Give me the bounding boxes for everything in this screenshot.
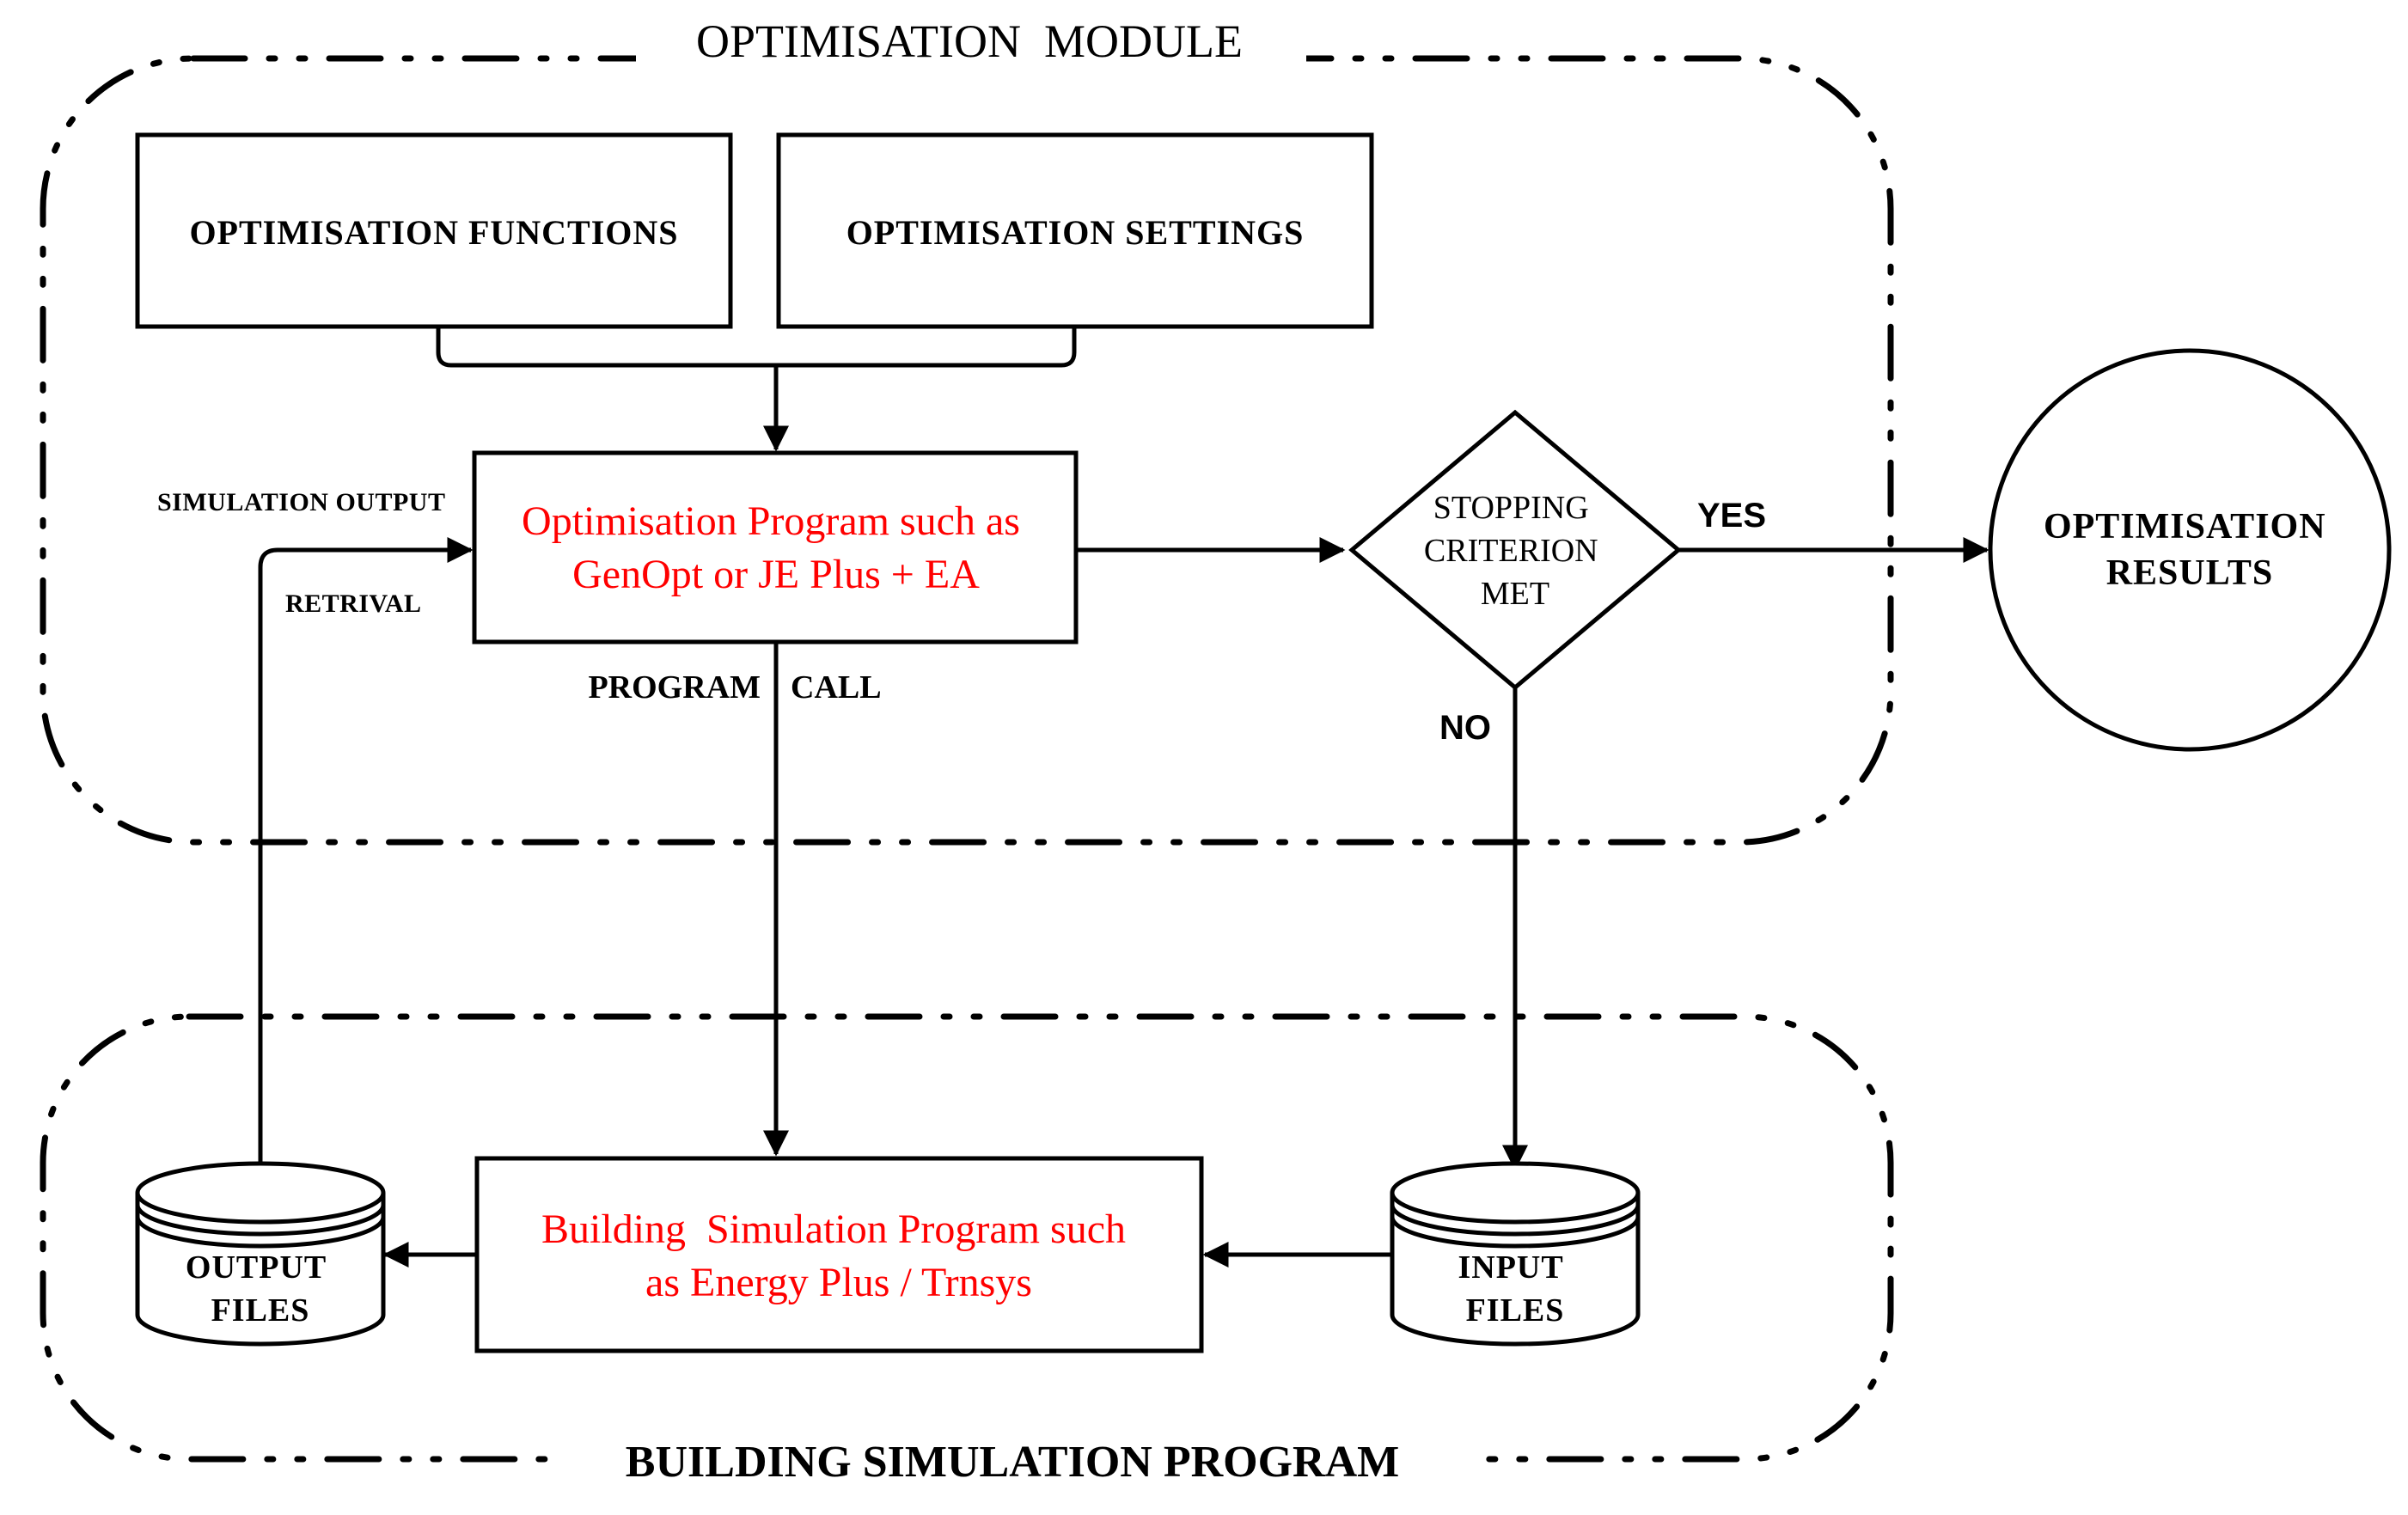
building-simulation-program-box [474, 1156, 1204, 1353]
building-simulation-program-label: Building Simulation Program such as Ener… [541, 1207, 1136, 1305]
output-files-line-2: FILES [211, 1292, 310, 1329]
optimisation-results-circle [1988, 348, 2392, 752]
no-label: NO [1439, 709, 1491, 747]
stopping-criterion-line-2: CRITERION [1424, 533, 1598, 569]
input-files-database: INPUT FILES [1390, 1161, 1641, 1347]
building-simulation-line-2: as Energy Plus / Trnsys [645, 1260, 1032, 1305]
optimisation-functions-box [135, 132, 733, 329]
input-files-line-2: FILES [1466, 1292, 1565, 1329]
simulation-output-retrieval-path [258, 537, 474, 1167]
output-files-line-1: OUTPUT [186, 1249, 327, 1286]
optimisation-results-label: OPTIMISATION RESULTS [2044, 507, 2336, 593]
optimisation-module-region [40, 55, 1894, 846]
input-files-line-1: INPUT [1458, 1249, 1563, 1286]
settings-merge-connector [436, 327, 1077, 368]
optimisation-program-label: Optimisation Program such as GenOpt or J… [522, 498, 1030, 597]
optimisation-module-title: OPTIMISATION MODULE [696, 15, 1243, 67]
optimisation-settings-box [776, 132, 1374, 329]
program-call-label-left: PROGRAM [588, 669, 761, 706]
stopping-criterion-line-1: STOPPING [1433, 490, 1589, 526]
program-call-label-right: CALL [791, 669, 882, 706]
optimisation-results-line-1: OPTIMISATION [2044, 507, 2326, 547]
optimisation-functions-label: OPTIMISATION FUNCTIONS [189, 213, 678, 252]
building-simulation-line-1: Building Simulation Program such [541, 1207, 1126, 1252]
optimisation-settings-label: OPTIMISATION SETTINGS [846, 213, 1305, 252]
optimisation-program-line-1: Optimisation Program such as [522, 498, 1020, 544]
optimisation-program-line-2: GenOpt or JE Plus + EA [572, 552, 980, 597]
simulation-output-label: SIMULATION OUTPUT [157, 488, 445, 516]
output-files-label: OUTPUT FILES [186, 1249, 335, 1329]
input-files-label: INPUT FILES [1458, 1249, 1572, 1329]
stopping-criterion-line-3: MET [1481, 576, 1549, 612]
optimisation-results-line-2: RESULTS [2106, 553, 2274, 593]
stopping-criterion-label: STOPPING CRITERION MET [1424, 490, 1606, 612]
building-simulation-title: BUILDING SIMULATION PROGRAM [626, 1438, 1399, 1487]
yes-label: YES [1697, 497, 1766, 535]
optimisation-program-box [472, 450, 1079, 644]
output-files-database: OUTPUT FILES [135, 1161, 386, 1347]
retrival-label: RETRIVAL [285, 590, 422, 618]
